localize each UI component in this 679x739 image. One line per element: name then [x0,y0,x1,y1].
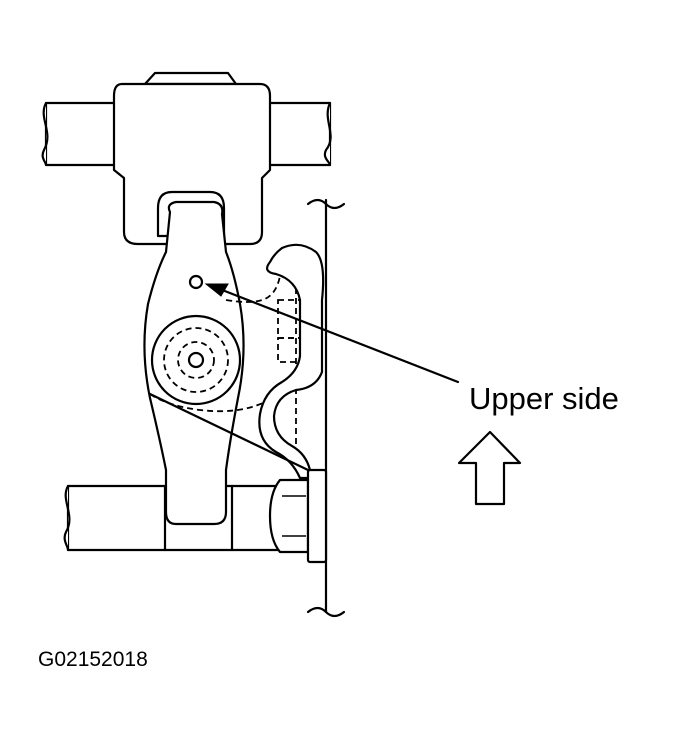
callout-label: Upper side [469,381,619,416]
rocker-arm [143,200,245,526]
up-arrow-icon [457,430,522,506]
side-bracket [258,243,325,480]
mounting-bolt [268,468,328,564]
leader-arrowhead [204,283,229,297]
leader-lines [148,283,460,472]
figure-id: G02152018 [38,648,148,671]
